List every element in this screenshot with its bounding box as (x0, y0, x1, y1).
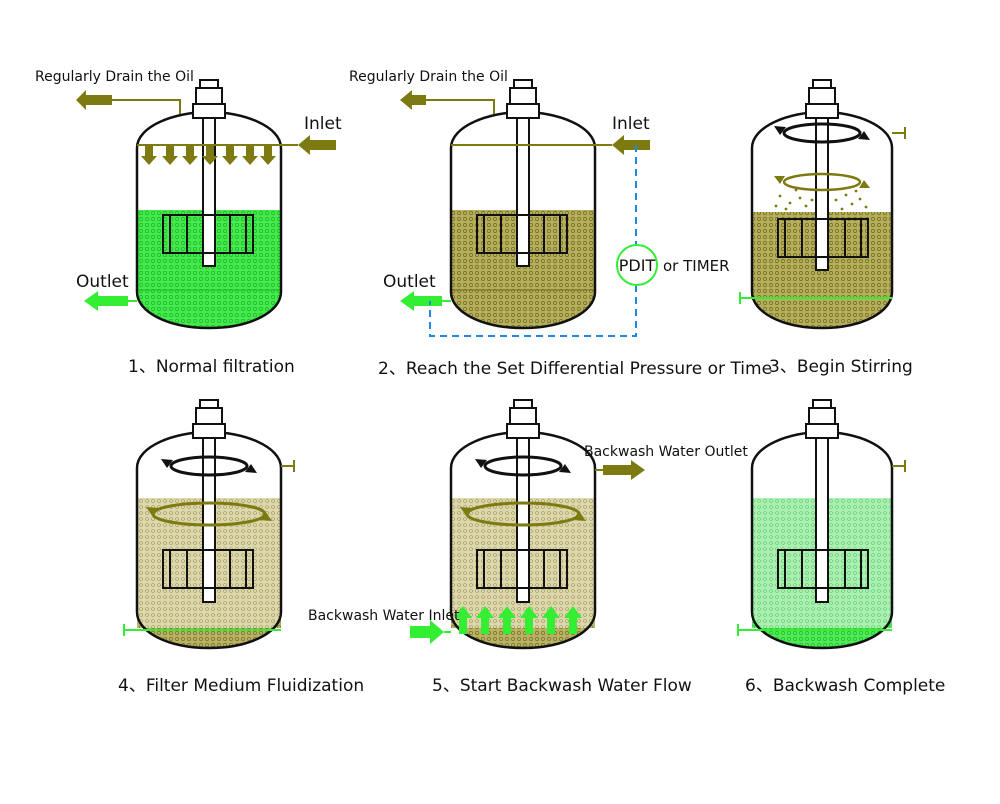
panel-caption: 1、Normal filtration (128, 357, 295, 377)
inlet-arrow-icon (612, 135, 650, 155)
tank-body (449, 430, 597, 650)
drain-arrow-icon (400, 90, 426, 110)
pdit-instrument (616, 244, 658, 286)
drain-arrow-icon (76, 90, 112, 110)
agitator (777, 79, 869, 271)
panel-caption: 6、Backwash Complete (745, 676, 945, 696)
backwash-outlet-arrow-icon (603, 460, 645, 480)
panel-caption: 3、Begin Stirring (769, 357, 913, 377)
panel-2: PDIT or TIMER Regularly Drain the Oil In… (349, 69, 772, 379)
inlet-label: Inlet (304, 114, 342, 134)
panel-5: Backwash Water Outlet Backwash Water Inl… (308, 399, 748, 696)
tank (737, 399, 906, 650)
outlet-pipe (400, 291, 451, 311)
inlet-pipe (595, 135, 650, 155)
drain-oil-line (400, 90, 495, 114)
timer-label: or TIMER (663, 257, 730, 275)
pdit-signal-line (429, 145, 637, 337)
panel-1: Regularly Drain the Oil Inlet Outlet 1、N… (35, 69, 342, 377)
inlet-pipe (281, 135, 336, 155)
panel-6: 6、Backwash Complete (737, 399, 945, 696)
tank-body (750, 110, 894, 330)
outlet-arrow-icon (400, 291, 442, 311)
panel-caption: 5、Start Backwash Water Flow (432, 676, 692, 696)
drain-label: Regularly Drain the Oil (35, 69, 194, 85)
drain-oil-line (76, 90, 181, 114)
panel-4: 4、Filter Medium Fluidization (118, 399, 364, 696)
inlet-spray-arrows (141, 146, 276, 165)
outlet-label: Outlet (383, 272, 436, 292)
tank-body (449, 110, 597, 330)
backwash-inlet-pipe (410, 620, 451, 644)
agitator (476, 399, 568, 603)
tank-body (135, 430, 283, 650)
rotation-arrow-icon (782, 122, 862, 144)
drain-label: Regularly Drain the Oil (349, 69, 508, 85)
tank (123, 399, 295, 650)
panel-caption: 2、Reach the Set Differential Pressure or… (378, 359, 772, 379)
tank (449, 399, 597, 650)
backwash-outlet-label: Backwash Water Outlet (584, 444, 748, 460)
tank (449, 79, 597, 330)
inlet-arrow-icon (298, 135, 336, 155)
stir-particles (774, 188, 868, 211)
inlet-label: Inlet (612, 114, 650, 134)
pdit-label: PDIT (619, 256, 656, 275)
backwash-inlet-label: Backwash Water Inlet (308, 608, 460, 624)
outlet-arrow-icon (84, 291, 128, 311)
backwash-up-arrows (454, 606, 582, 634)
rotation-arrow-icon (483, 455, 563, 477)
outlet-pipe (84, 291, 137, 311)
outlet-label: Outlet (76, 272, 129, 292)
panel-caption: 4、Filter Medium Fluidization (118, 676, 364, 696)
tank-body (135, 110, 283, 330)
agitator (777, 399, 869, 603)
agitator (162, 399, 254, 603)
panel-3: 3、Begin Stirring (739, 79, 913, 377)
agitator (476, 79, 568, 267)
backwash-inlet-arrow-icon (410, 620, 444, 644)
rotation-arrow-icon (169, 455, 249, 477)
stir-arrow-icon (782, 172, 862, 192)
backwash-outlet-pipe (595, 460, 645, 480)
tank-body (750, 430, 894, 650)
tank (739, 79, 906, 330)
tank (135, 79, 283, 330)
